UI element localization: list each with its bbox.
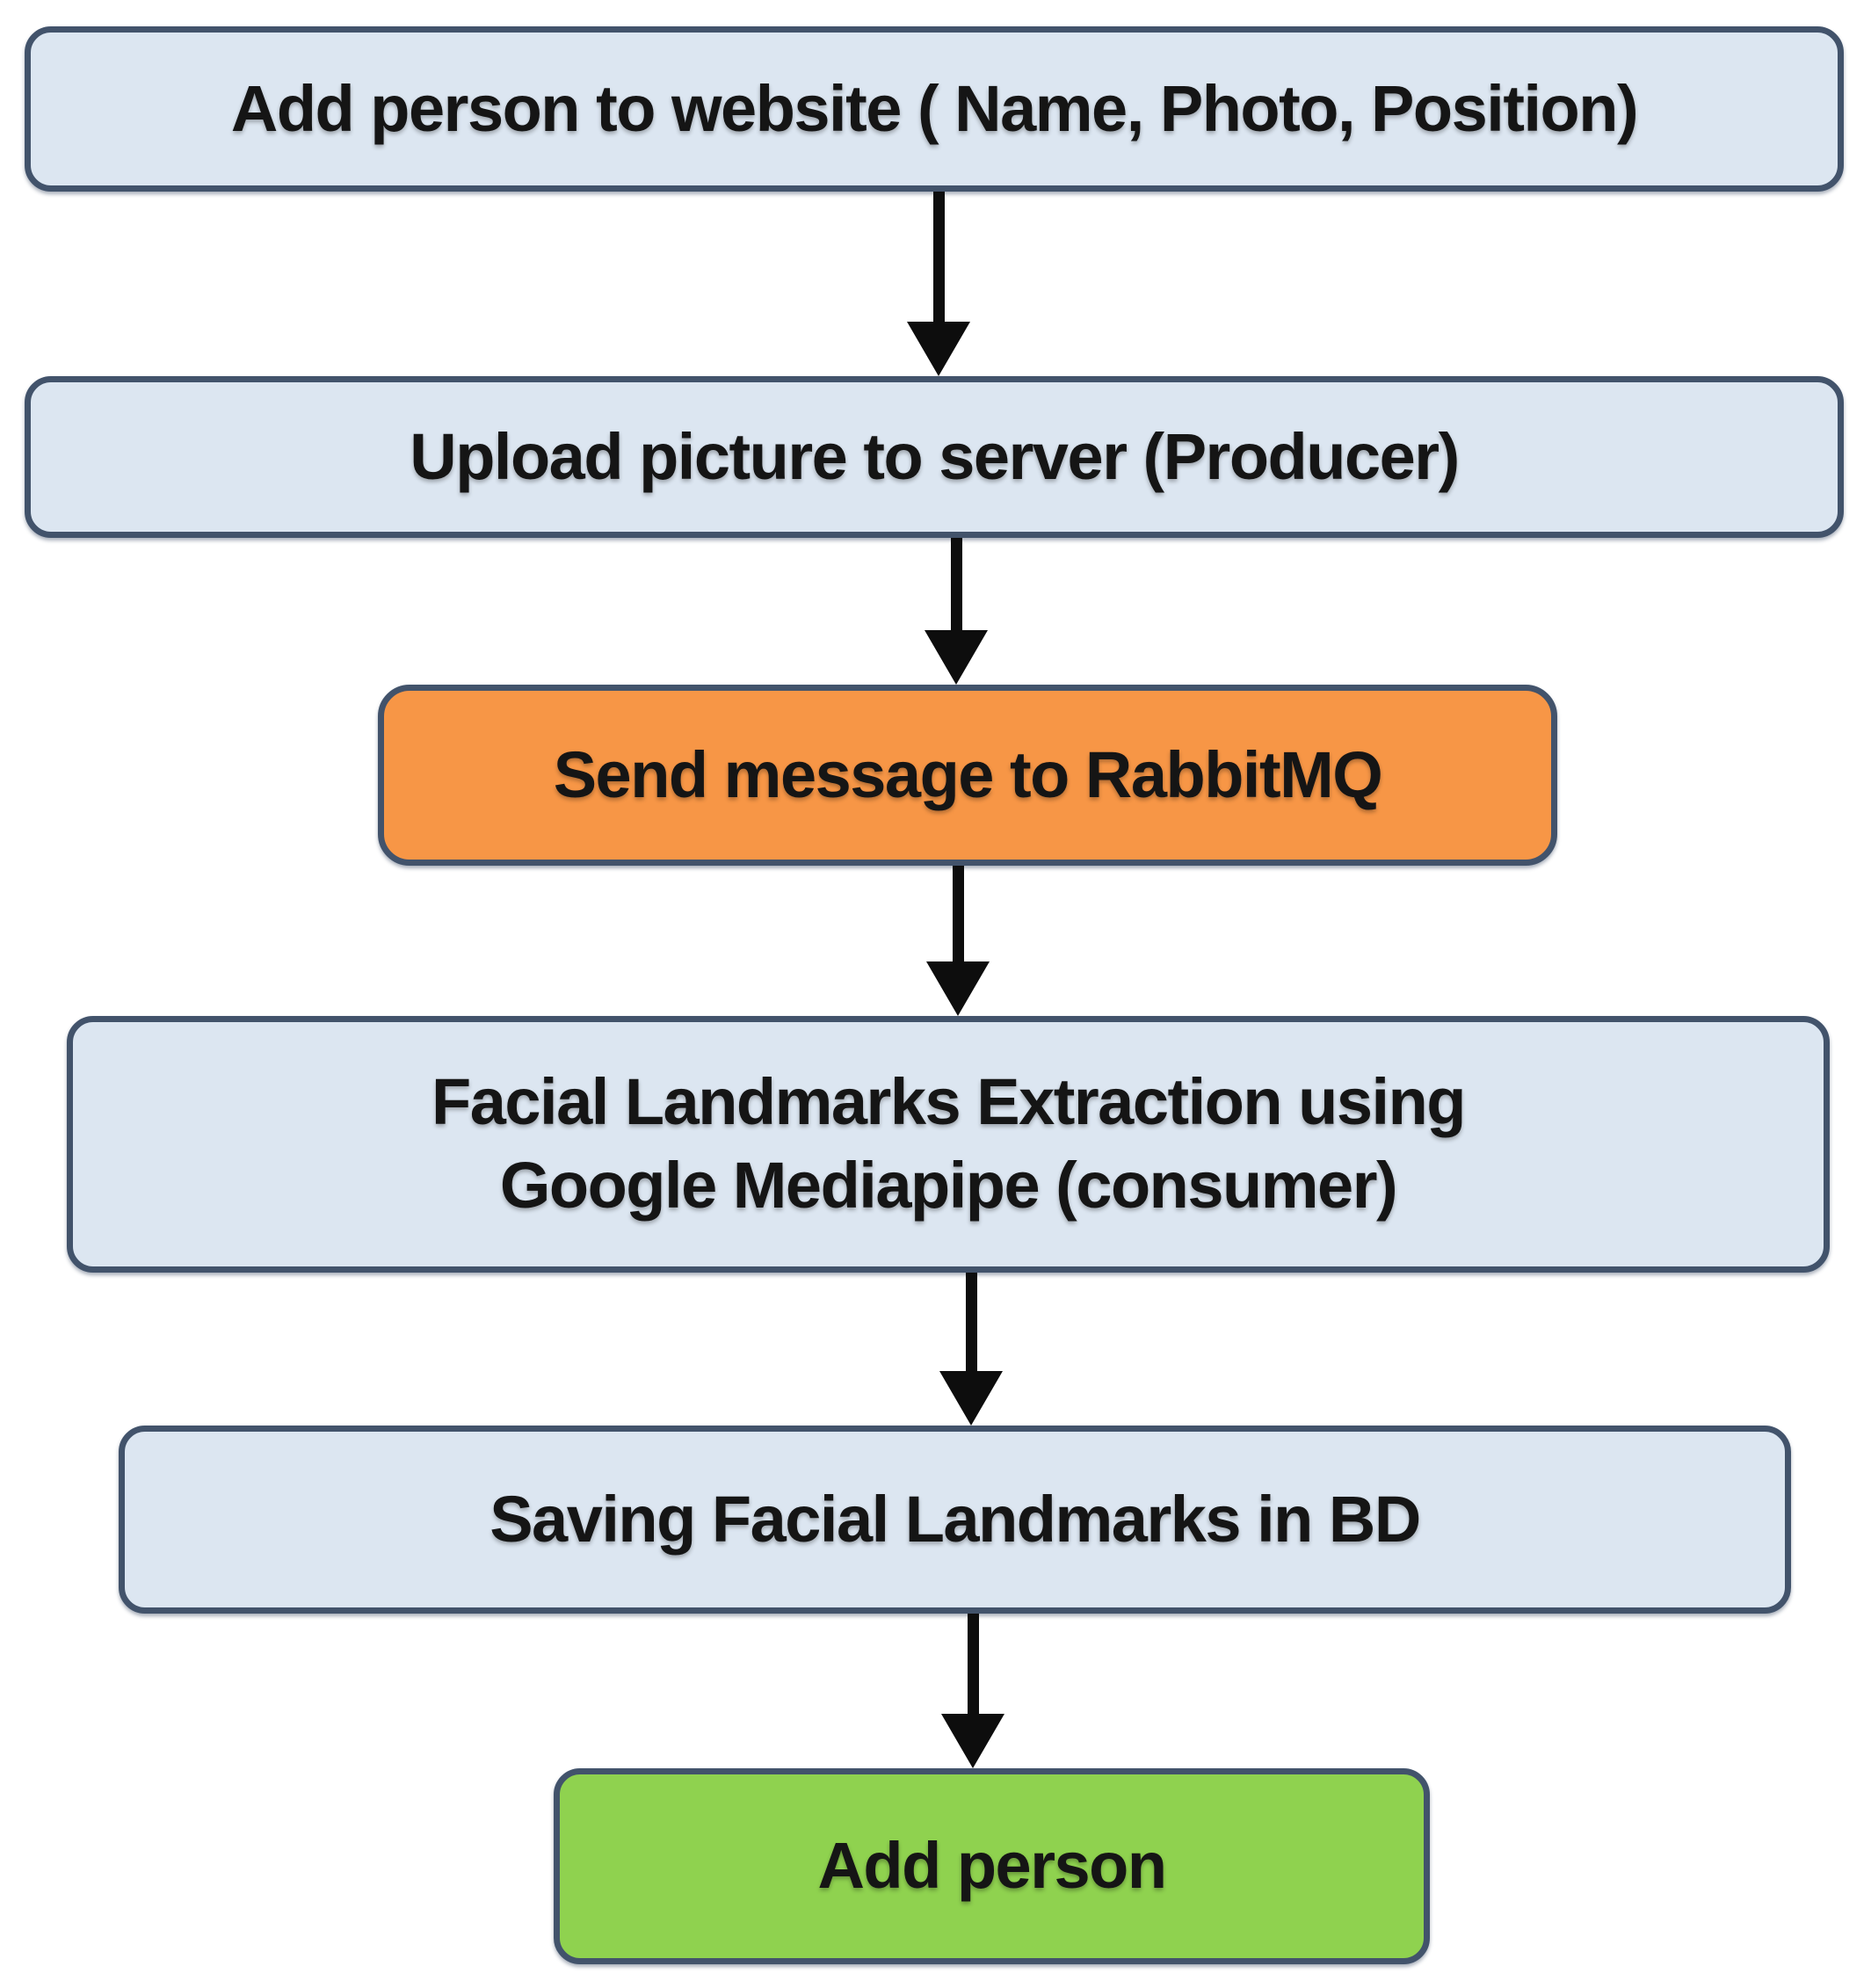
- node-add-person: Add person: [554, 1768, 1430, 1964]
- node-label: Add person to website ( Name, Photo, Pos…: [230, 71, 1639, 145]
- node-upload-picture-to-server: Upload picture to server (Producer): [25, 376, 1844, 538]
- node-label: Upload picture to server (Producer): [410, 419, 1460, 493]
- flow-arrow-down-icon: [925, 538, 988, 685]
- node-label: Add person: [817, 1829, 1167, 1903]
- node-label: Saving Facial Landmarks in BD: [490, 1482, 1421, 1556]
- flow-arrow-down-icon: [939, 1273, 1003, 1426]
- arrow-shaft: [950, 538, 962, 630]
- node-label: Facial Landmarks Extraction using Google…: [431, 1065, 1466, 1222]
- flow-arrow-down-icon: [941, 1614, 1004, 1768]
- arrow-head: [941, 1714, 1004, 1768]
- arrow-shaft: [932, 192, 945, 322]
- flow-arrow-down-icon: [907, 192, 970, 376]
- node-saving-facial-landmarks: Saving Facial Landmarks in BD: [119, 1426, 1791, 1614]
- flow-arrow-down-icon: [926, 866, 990, 1016]
- arrow-shaft: [952, 866, 964, 961]
- node-label: Send message to RabbitMQ: [553, 737, 1383, 811]
- node-facial-landmarks-extraction: Facial Landmarks Extraction using Google…: [67, 1016, 1830, 1273]
- arrow-head: [926, 961, 990, 1016]
- node-add-person-to-website: Add person to website ( Name, Photo, Pos…: [25, 26, 1844, 192]
- arrow-shaft: [965, 1273, 977, 1371]
- node-send-message-to-rabbitmq: Send message to RabbitMQ: [378, 685, 1557, 866]
- arrow-head: [939, 1371, 1003, 1426]
- arrow-head: [925, 630, 988, 685]
- arrow-shaft: [967, 1614, 979, 1714]
- arrow-head: [907, 322, 970, 376]
